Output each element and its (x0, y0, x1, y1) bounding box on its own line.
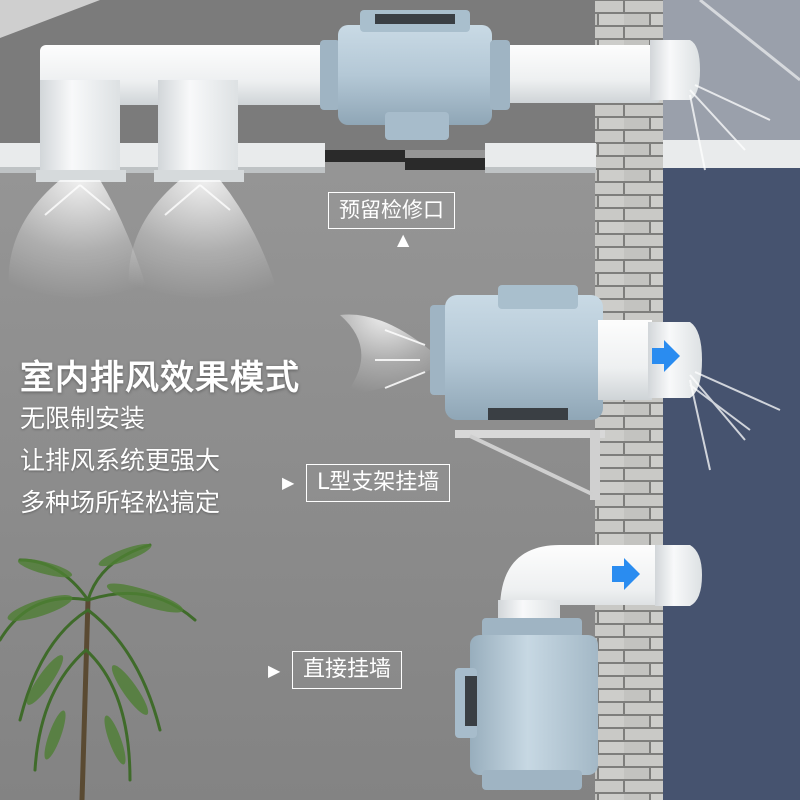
flow-arrow-bottom (612, 558, 640, 590)
intake-mist (340, 314, 430, 395)
label-l-bracket: L型支架挂墙 (306, 464, 451, 502)
headline: 室内排风效果模式 (20, 358, 300, 398)
drop-pipe-2 (158, 80, 238, 180)
exhaust-streaks-middle (689, 371, 781, 471)
exterior-soffit (663, 140, 800, 168)
diffuser-2 (154, 170, 244, 182)
inline-fan-direct-wall (455, 545, 702, 790)
feature-item: 无限制安装 (20, 404, 146, 433)
access-hatch-opening (325, 150, 485, 170)
l-bracket (455, 430, 605, 500)
diffuser-1 (36, 170, 126, 182)
feature-list: 无限制安装 让排风系统更强大 多种场所轻松搞定 (20, 398, 220, 524)
exterior-wall (662, 150, 800, 800)
feature-item: 多种场所轻松搞定 (20, 488, 221, 517)
airflow-mist-1 (8, 180, 150, 300)
exterior-cowl-top (650, 40, 700, 100)
pointer-up-icon: ▲ (397, 230, 410, 249)
exhaust-streaks-top (689, 84, 771, 171)
drop-pipe-1 (40, 80, 120, 180)
feature-item: 让排风系统更强大 (20, 446, 221, 475)
label-direct-wall: 直接挂墙 (292, 651, 403, 689)
inline-fan-ceiling (320, 10, 510, 140)
pointer-right-icon: ▶ (268, 661, 281, 680)
ceiling-duct-right (490, 45, 660, 103)
roof-slope-left (0, 0, 100, 38)
palm-plant (0, 543, 197, 800)
flow-arrow-middle (652, 340, 680, 372)
ceiling-panel-right (485, 143, 596, 170)
pointer-right-icon: ▶ (282, 473, 295, 492)
airflow-mist-2 (128, 180, 280, 300)
label-access-hatch: 预留检修口 (328, 192, 455, 229)
